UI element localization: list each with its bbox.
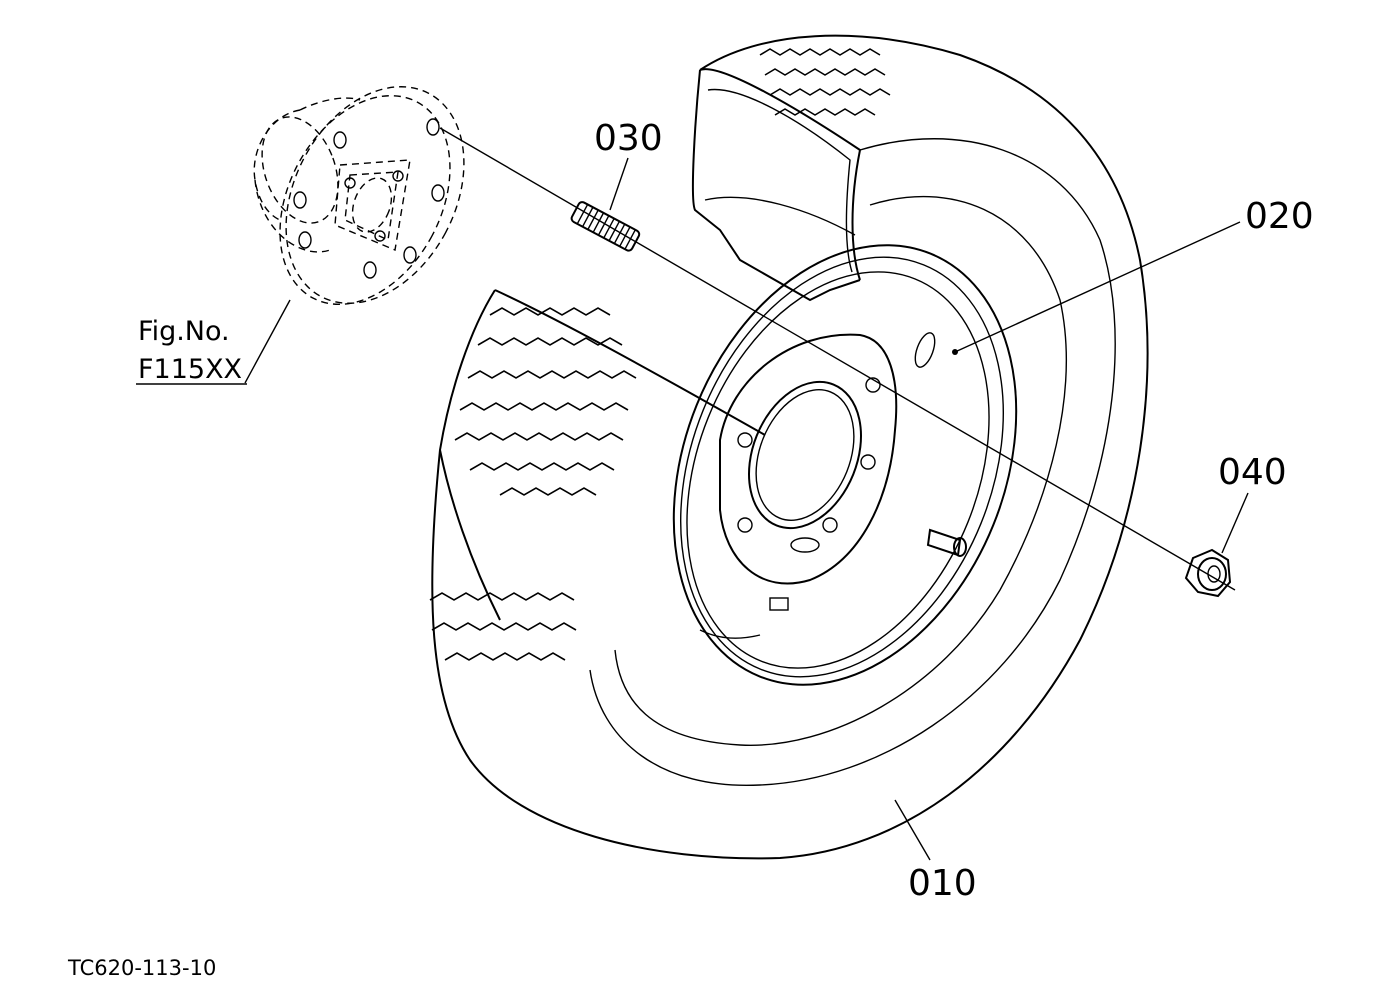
leader-010 <box>894 799 931 861</box>
tread-pattern-left <box>454 307 637 496</box>
leader-020 <box>954 221 1241 353</box>
tread-pattern-lower <box>429 592 577 661</box>
drawing-id: TC620-113-10 <box>67 956 216 980</box>
wheel-hub-icon <box>244 86 465 384</box>
tread-pattern-upper <box>759 48 891 116</box>
callout-010: 010 <box>908 863 977 904</box>
hex-nut-icon <box>1184 548 1232 598</box>
callout-040: 040 <box>1218 452 1287 493</box>
assembly-axis-line <box>439 127 1236 591</box>
leader-030 <box>609 157 629 211</box>
valve-stem-icon <box>926 528 967 557</box>
leader-040 <box>1221 492 1249 554</box>
stud-bolt-icon <box>570 201 641 252</box>
callout-030: 030 <box>594 118 663 159</box>
wheel-rim-icon <box>672 244 1018 686</box>
tire-icon <box>429 34 1149 860</box>
callout-020: 020 <box>1245 196 1314 237</box>
figure-reference-line2: F115XX <box>138 354 242 385</box>
figure-reference-line1: Fig.No. <box>138 316 230 347</box>
